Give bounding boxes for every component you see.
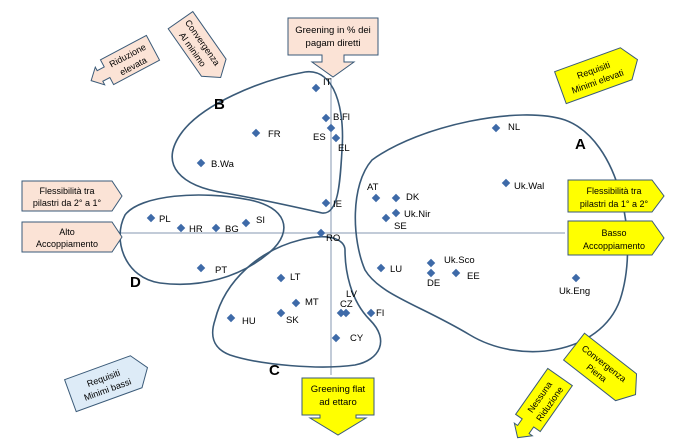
point-label-lv: LV bbox=[346, 289, 358, 300]
point-marker-uk-nir bbox=[391, 208, 401, 218]
point-label-sk: SK bbox=[286, 315, 299, 326]
point-label-si: SI bbox=[256, 215, 265, 226]
arrow-requisiti-bassi: Requisiti Minimi bassi bbox=[63, 355, 149, 413]
point-label-lu: LU bbox=[390, 264, 402, 275]
point-marker-pt bbox=[196, 263, 206, 273]
point-marker-it bbox=[311, 83, 321, 93]
arrow-greening-flat: Greening flat ad ettaro bbox=[301, 377, 375, 436]
point-label-it: IT bbox=[323, 77, 332, 88]
arrow-flex-1-to-2: Flessibilità tra pilastri da 1° a 2° bbox=[567, 179, 665, 213]
point-marker-ee bbox=[451, 268, 461, 278]
point-label-hu: HU bbox=[242, 316, 256, 327]
point-marker-b-fl bbox=[321, 113, 331, 123]
point-marker-de bbox=[426, 268, 436, 278]
arrow-alto-accoppiamento: Alto Accoppiamento bbox=[21, 221, 123, 253]
svg-text:Accoppiamento: Accoppiamento bbox=[36, 239, 98, 249]
point-marker-cy bbox=[331, 333, 341, 343]
arrow-nessuna-riduzione: Nessuna Riduzione bbox=[513, 367, 574, 439]
point-marker-mt bbox=[291, 298, 301, 308]
cluster-outline-d bbox=[119, 194, 285, 286]
point-label-hr: HR bbox=[189, 224, 203, 235]
arrow-convergenza-minimo: Convergenza Al minimo bbox=[167, 10, 227, 79]
point-label-nl: NL bbox=[508, 122, 520, 133]
svg-text:Basso: Basso bbox=[601, 228, 626, 238]
point-marker-hr bbox=[176, 223, 186, 233]
cluster-label-d: D bbox=[130, 274, 141, 291]
point-marker-lt bbox=[276, 273, 286, 283]
point-label-cz: CZ bbox=[340, 299, 353, 310]
svg-text:pilastri da 1° a 2°: pilastri da 1° a 2° bbox=[580, 199, 649, 209]
point-marker-at bbox=[371, 193, 381, 203]
point-marker-es bbox=[326, 123, 336, 133]
point-label-cy: CY bbox=[350, 333, 364, 344]
svg-text:ad ettaro: ad ettaro bbox=[319, 397, 357, 408]
point-label-dk: DK bbox=[406, 192, 420, 203]
svg-text:Greening in % dei: Greening in % dei bbox=[295, 25, 371, 36]
point-marker-el bbox=[331, 133, 341, 143]
cluster-label-c: C bbox=[269, 362, 280, 379]
cluster-outline-b bbox=[171, 71, 344, 214]
point-marker-ie bbox=[321, 198, 331, 208]
point-label-lt: LT bbox=[290, 272, 301, 283]
point-label-fr: FR bbox=[268, 129, 281, 140]
point-marker-lu bbox=[376, 263, 386, 273]
point-marker-lv bbox=[336, 308, 346, 318]
svg-text:pagam diretti: pagam diretti bbox=[306, 38, 361, 49]
point-label-at: AT bbox=[367, 182, 379, 193]
arrow-requisiti-elevati: Requisiti Minimi elevati bbox=[553, 47, 639, 105]
point-label-ee: EE bbox=[467, 271, 480, 282]
point-label-uk-sco: Uk.Sco bbox=[444, 255, 475, 266]
point-marker-uk-sco bbox=[426, 258, 436, 268]
arrow-riduzione-elevata: Riduzione elevata bbox=[90, 34, 161, 86]
point-marker-dk bbox=[391, 193, 401, 203]
svg-text:Flessibilità tra: Flessibilità tra bbox=[39, 186, 94, 196]
point-marker-ro bbox=[316, 228, 326, 238]
cluster-label-a: A bbox=[575, 136, 586, 153]
point-label-es: ES bbox=[313, 132, 326, 143]
point-marker-uk-eng bbox=[571, 273, 581, 283]
svg-text:Alto: Alto bbox=[59, 227, 75, 237]
svg-text:Flessibilità tra: Flessibilità tra bbox=[586, 186, 641, 196]
point-label-b-wa: B.Wa bbox=[211, 159, 235, 170]
point-marker-se bbox=[381, 213, 391, 223]
arrow-flex-2-to-1: Flessibilità tra pilastri da 2° a 1° bbox=[21, 180, 123, 212]
point-label-el: EL bbox=[338, 143, 350, 154]
point-label-uk-eng: Uk.Eng bbox=[559, 286, 590, 297]
point-label-se: SE bbox=[394, 221, 407, 232]
point-marker-fr bbox=[251, 128, 261, 138]
point-marker-hu bbox=[226, 313, 236, 323]
svg-text:Greening flat: Greening flat bbox=[311, 384, 366, 395]
cluster-label-b: B bbox=[214, 96, 225, 113]
cluster-outline-c bbox=[211, 235, 382, 368]
point-label-fi: FI bbox=[376, 308, 384, 319]
arrow-convergenza-piena: Convergenza Piena bbox=[562, 332, 638, 402]
point-label-ie: IE bbox=[333, 199, 342, 210]
point-marker-bg bbox=[211, 223, 221, 233]
svg-text:Accoppiamento: Accoppiamento bbox=[583, 241, 645, 251]
point-label-uk-wal: Uk.Wal bbox=[514, 181, 544, 192]
point-label-pt: PT bbox=[215, 265, 227, 276]
point-marker-si bbox=[241, 218, 251, 228]
point-label-mt: MT bbox=[305, 297, 319, 308]
point-marker-sk bbox=[276, 308, 286, 318]
point-label-uk-nir: Uk.Nir bbox=[404, 209, 430, 220]
point-marker-cz bbox=[341, 308, 351, 318]
arrow-greening-percent: Greening in % dei pagam diretti bbox=[287, 17, 379, 78]
point-marker-pl bbox=[146, 213, 156, 223]
point-label-bg: BG bbox=[225, 224, 239, 235]
svg-text:pilastri da 2° a 1°: pilastri da 2° a 1° bbox=[33, 198, 102, 208]
point-label-de: DE bbox=[427, 278, 440, 289]
point-marker-nl bbox=[491, 123, 501, 133]
point-marker-fi bbox=[366, 308, 376, 318]
point-label-pl: PL bbox=[159, 214, 171, 225]
point-label-b-fl: B.Fl bbox=[333, 112, 350, 123]
point-marker-b-wa bbox=[196, 158, 206, 168]
point-marker-uk-wal bbox=[501, 178, 511, 188]
point-label-ro: RO bbox=[326, 233, 340, 244]
arrow-basso-accoppiamento: Basso Accoppiamento bbox=[567, 220, 665, 256]
